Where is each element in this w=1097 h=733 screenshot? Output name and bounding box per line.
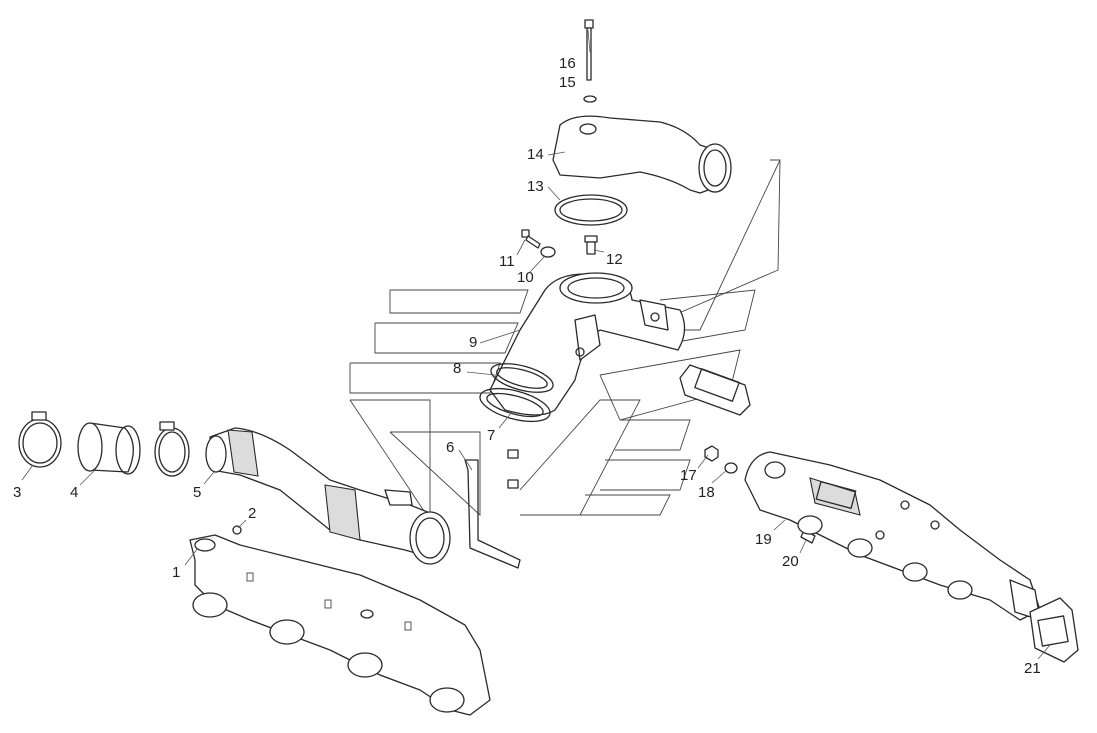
part-19-right-exhaust-manifold [744,451,1041,621]
part-21-gasket [1029,597,1079,663]
part-11-bolt [521,229,541,249]
part-15-washer [583,95,597,103]
callout-13: 13 [527,178,544,195]
callout-9: 9 [469,334,477,351]
callout-14: 14 [527,146,544,163]
callout-19: 19 [755,531,772,548]
callout-8: 8 [453,360,461,377]
callout-4: 4 [70,484,78,501]
part-17-nut [704,445,719,462]
callout-15: 15 [559,74,576,91]
part-8-gasket [490,363,554,393]
part-5-hose-clamp [154,421,190,477]
part-6-support-strap [464,449,521,569]
leader-lines [21,29,1051,660]
callout-18: 18 [698,484,715,501]
callout-2: 2 [248,505,256,522]
callout-10: 10 [517,269,534,286]
part-1-left-exhaust-manifold [189,534,491,716]
part-16-long-bolt [584,19,594,81]
part-4-sleeve [77,422,141,475]
callout-21: 21 [1024,660,1041,677]
callout-20: 20 [782,553,799,570]
callout-labels: 1 2 3 4 5 6 7 8 9 10 11 12 13 14 15 16 1… [13,55,1041,677]
callout-3: 3 [13,484,21,501]
part-18-washer [724,462,738,474]
central-exhaust-pipe [489,272,686,416]
part-10-washer [540,246,556,258]
callout-12: 12 [606,251,623,268]
part-2-nut [232,525,242,535]
callout-7: 7 [487,427,495,444]
callout-1: 1 [172,564,180,581]
callout-17: 17 [680,467,697,484]
mounting-bracket-outline [349,159,781,522]
part-13-gasket [554,194,628,226]
part-7-flange [479,387,551,423]
side-gasket [679,364,751,416]
callout-16: 16 [559,55,576,72]
callout-5: 5 [193,484,201,501]
callout-11: 11 [499,253,515,270]
part-14-elbow-outlet [552,115,732,194]
callout-6: 6 [446,439,454,456]
flex-exhaust-pipe [205,427,451,565]
part-12-plug [584,235,598,255]
part-3-hose-clamp [18,411,62,468]
